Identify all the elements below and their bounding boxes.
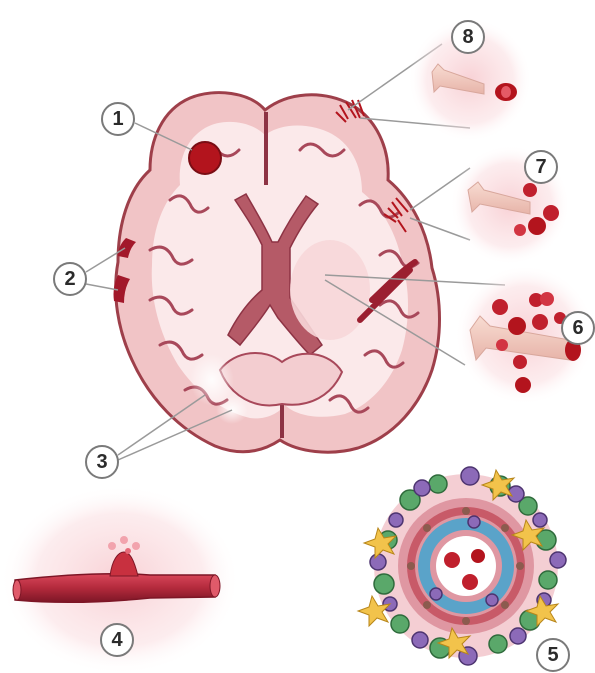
- red-blood-cell: [513, 355, 527, 369]
- lesion-region-right: [290, 240, 370, 340]
- leader-line-2b: [86, 284, 118, 290]
- large-vessel: [15, 574, 215, 602]
- leak-droplet: [108, 542, 116, 550]
- red-blood-cell: [532, 314, 548, 330]
- label-3-infarcts: 3: [85, 445, 119, 479]
- label-5-neurovascular-unit: 5: [536, 638, 570, 672]
- red-blood-cell: [462, 574, 478, 590]
- red-blood-cell: [515, 377, 531, 393]
- label-4-aneurysm: 4: [100, 623, 134, 657]
- red-blood-cell: [514, 224, 526, 236]
- label-6-rbc-extravasation: 6: [561, 311, 595, 345]
- leak-droplet: [125, 548, 131, 554]
- label-8-microbleed: 8: [451, 20, 485, 54]
- label-7-vessel-leak: 7: [524, 150, 558, 184]
- red-blood-cell: [523, 183, 537, 197]
- vessel-end: [210, 575, 220, 597]
- red-blood-cell: [540, 292, 554, 306]
- red-blood-cell: [492, 299, 508, 315]
- red-blood-cell: [543, 205, 559, 221]
- brain-axial-section: [114, 93, 440, 453]
- leak-droplet: [120, 536, 128, 544]
- leak-droplet: [132, 542, 140, 550]
- label-1-intracerebral-hemorrhage: 1: [101, 102, 135, 136]
- inset-neurovascular-unit: [358, 467, 566, 665]
- red-blood-cell: [508, 317, 526, 335]
- red-blood-cell: [528, 217, 546, 235]
- vessel-lumen: [501, 86, 511, 98]
- red-blood-cell: [496, 339, 508, 351]
- vessel-start: [13, 580, 21, 600]
- label-2-cortical-hemorrhage: 2: [53, 262, 87, 296]
- intracerebral-hemorrhage: [189, 142, 221, 174]
- red-blood-cell: [471, 549, 485, 563]
- red-blood-cell: [444, 552, 460, 568]
